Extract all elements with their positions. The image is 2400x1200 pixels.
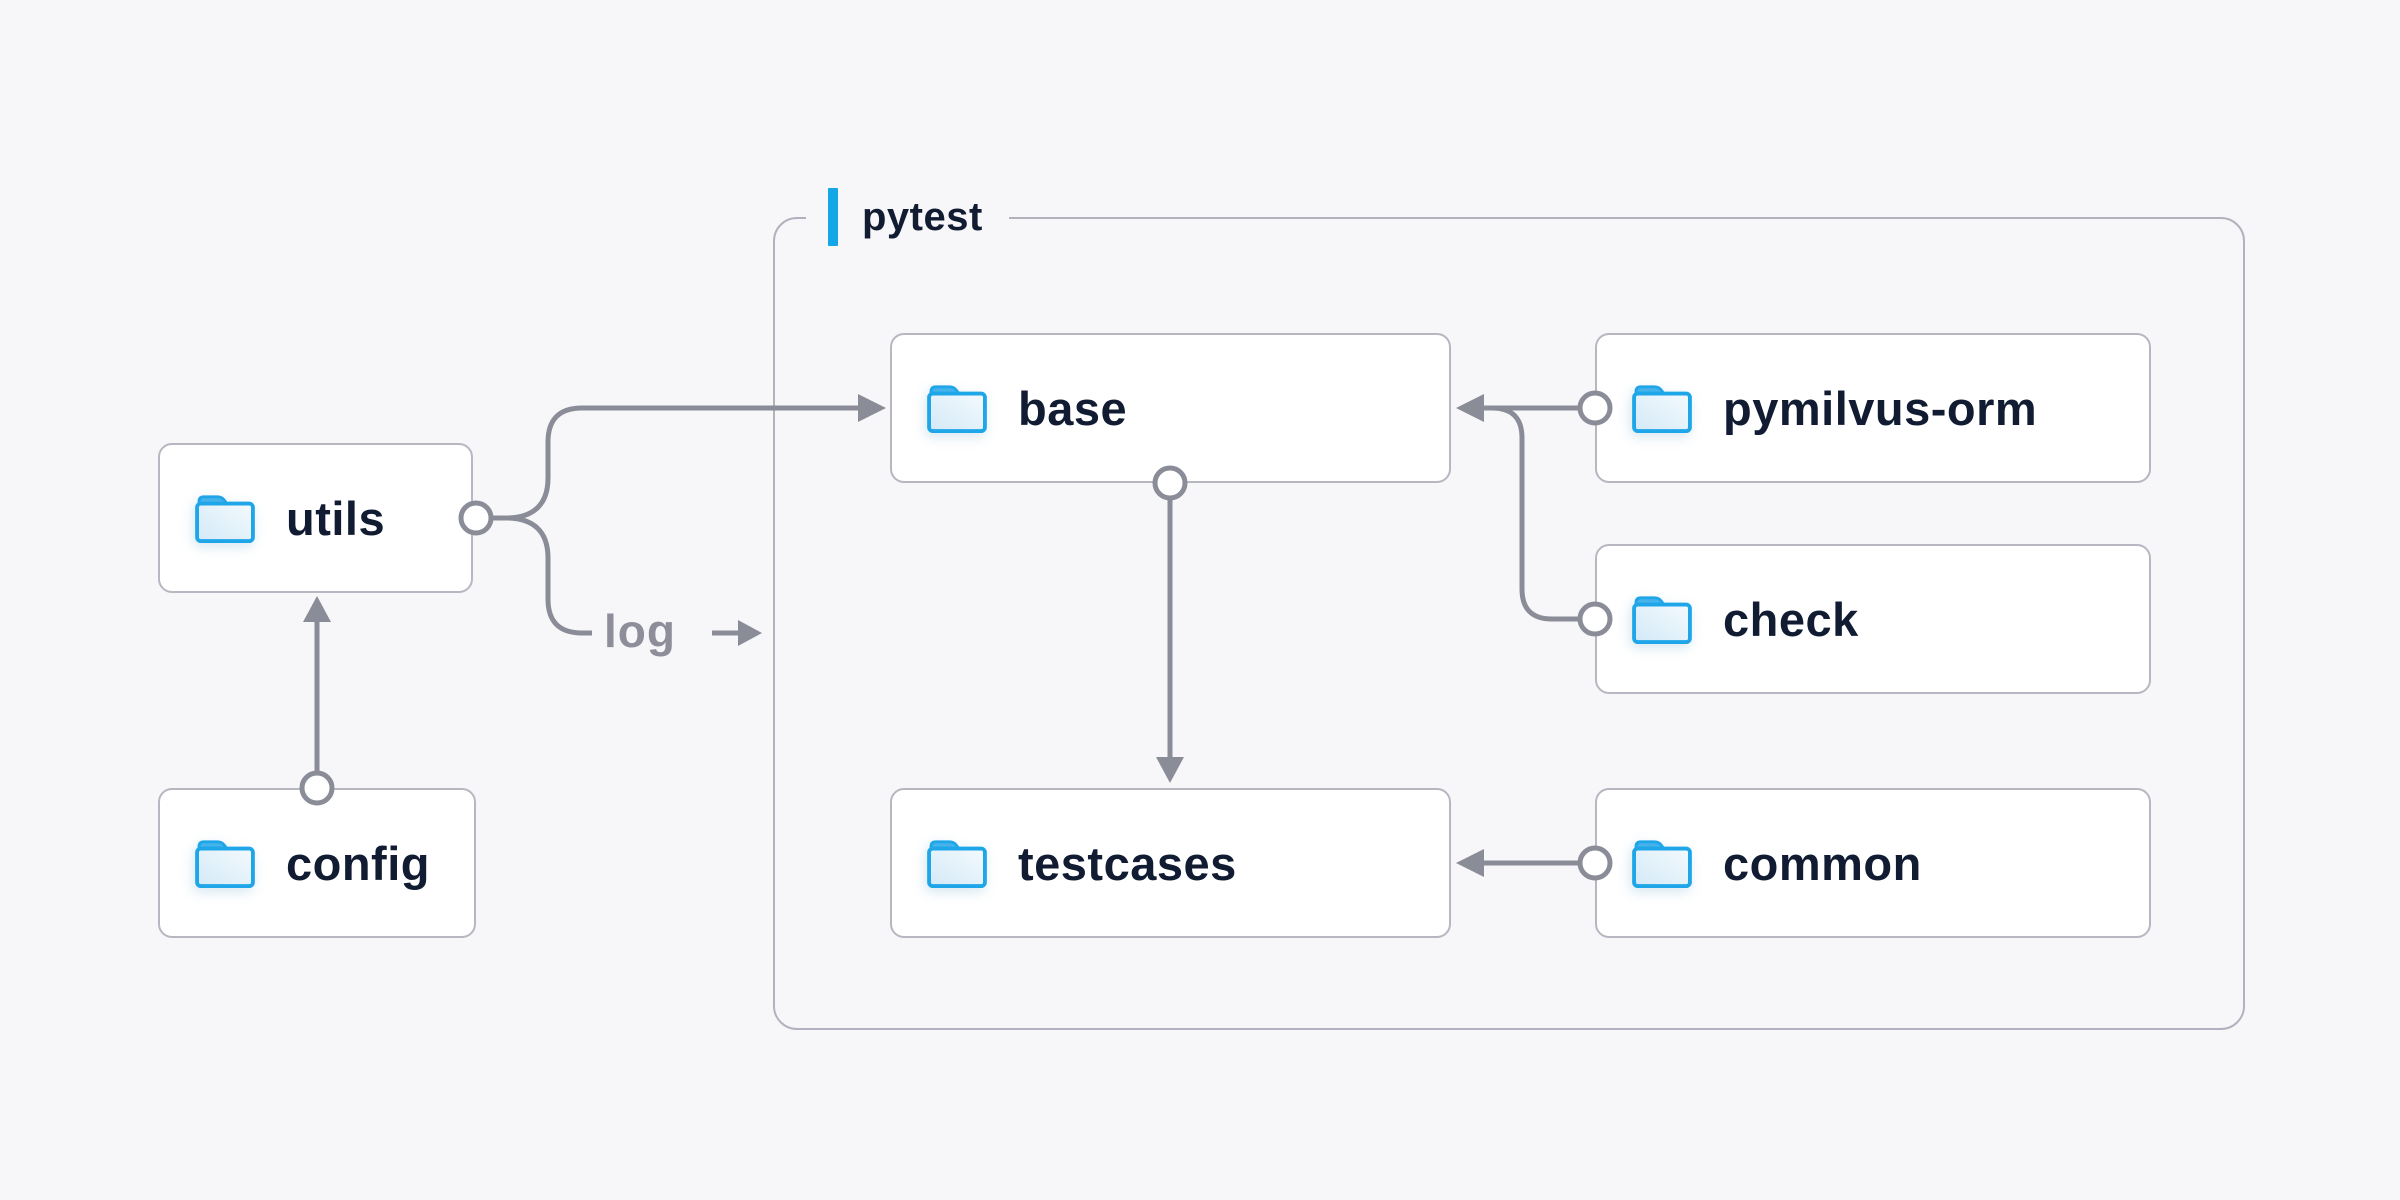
node-common-label: common <box>1723 836 1922 890</box>
folder-icon <box>1631 837 1693 889</box>
accent-bar-icon <box>828 188 838 246</box>
node-check-label: check <box>1723 592 1859 646</box>
log-edge-label: log <box>604 604 676 657</box>
folder-icon <box>194 837 256 889</box>
node-common: common <box>1595 788 2151 938</box>
node-pymilvus-orm: pymilvus-orm <box>1595 333 2151 483</box>
node-config-label: config <box>286 836 430 890</box>
node-testcases: testcases <box>890 788 1451 938</box>
folder-icon <box>926 382 988 434</box>
arrowhead-log <box>738 620 762 646</box>
node-testcases-label: testcases <box>1018 836 1237 890</box>
folder-icon <box>1631 593 1693 645</box>
node-check: check <box>1595 544 2151 694</box>
pytest-container-title: pytest <box>862 194 983 239</box>
folder-icon <box>194 492 256 544</box>
arrowhead-into-utils-bottom <box>303 596 331 622</box>
node-utils-label: utils <box>286 491 386 545</box>
edge-utils-to-log <box>491 515 592 636</box>
folder-icon <box>1631 382 1693 434</box>
node-utils: utils <box>158 443 473 593</box>
pytest-container <box>773 217 2245 1030</box>
node-config: config <box>158 788 476 938</box>
node-base: base <box>890 333 1451 483</box>
folder-icon <box>926 837 988 889</box>
node-pymilvus-orm-label: pymilvus-orm <box>1723 381 2038 435</box>
pytest-container-label: pytest <box>806 182 1009 252</box>
node-base-label: base <box>1018 381 1128 435</box>
